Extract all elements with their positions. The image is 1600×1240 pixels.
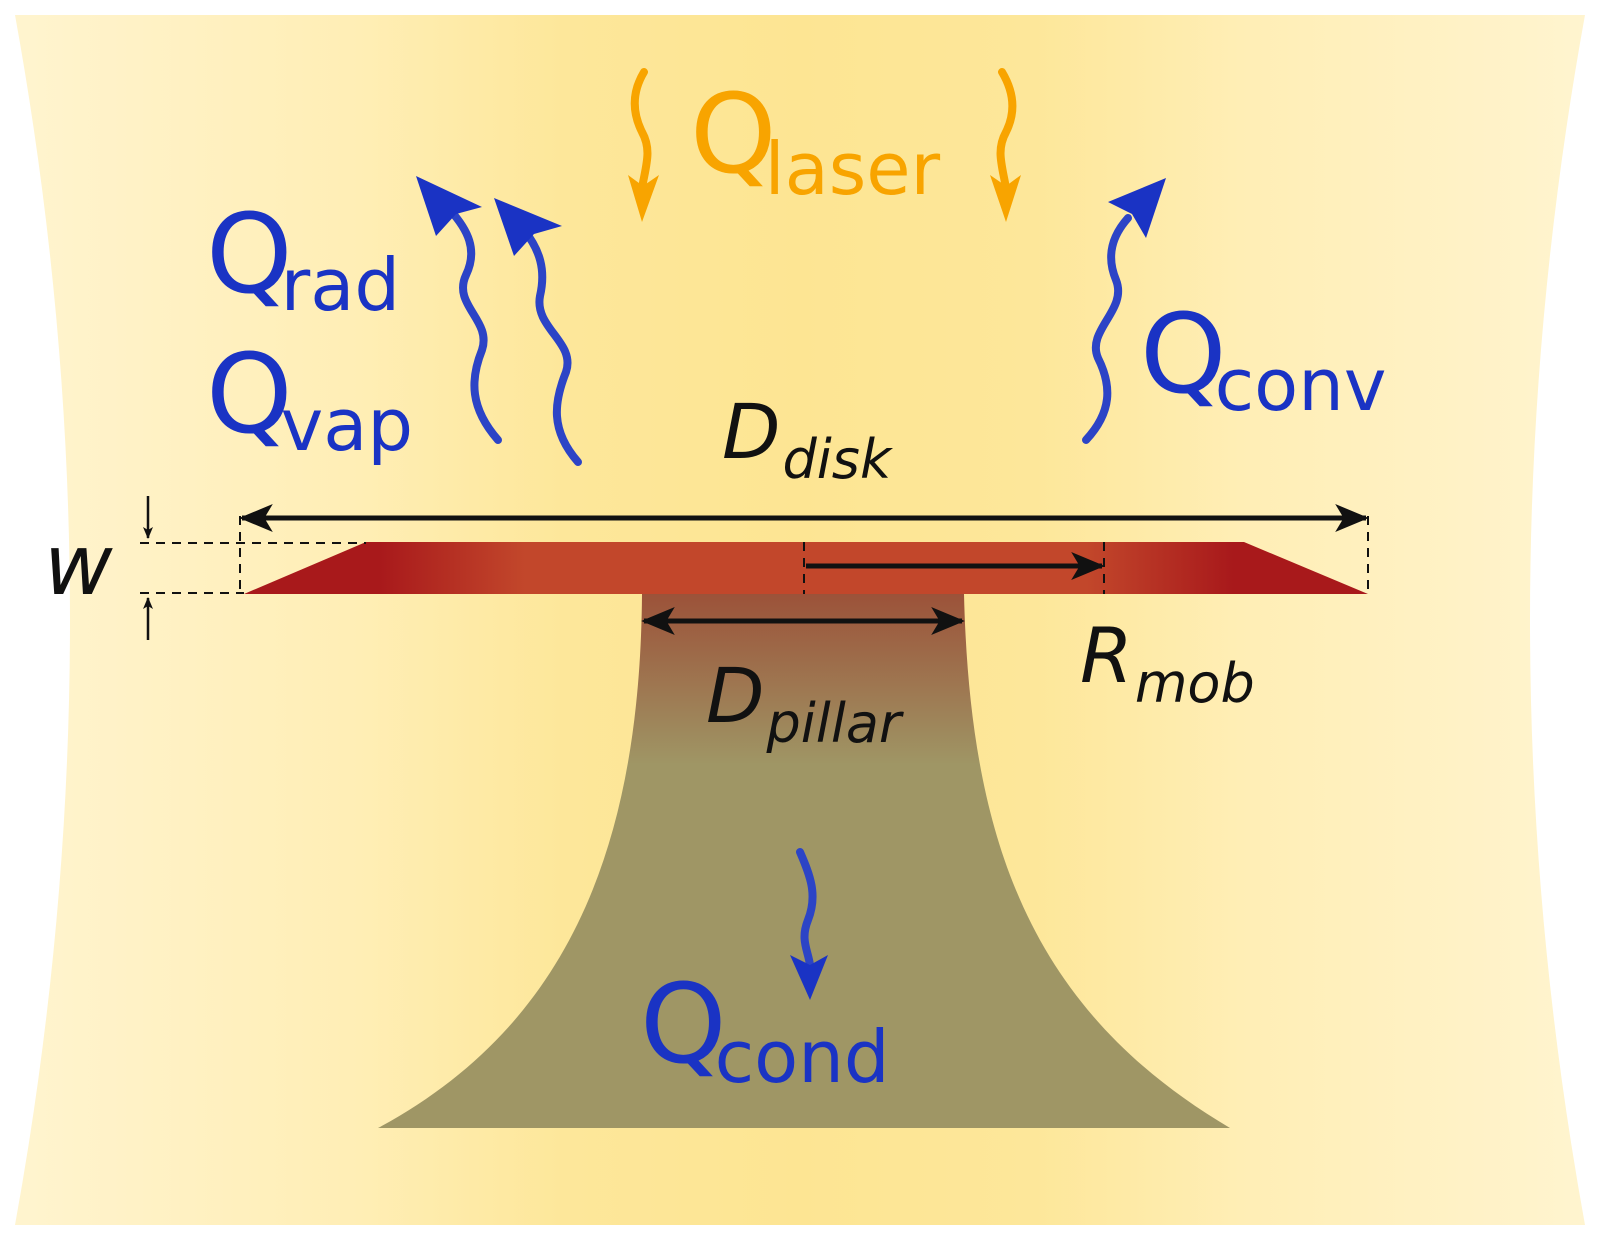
rad-vap-wavy-arrow-left xyxy=(416,176,502,444)
d-disk-label: Ddisk xyxy=(722,387,894,491)
rad-vap-wavy-arrow-right xyxy=(494,198,582,466)
q-vap-label: Qvap xyxy=(206,330,413,467)
dashed-guides xyxy=(140,516,1369,594)
d-pillar-label: Dpillar xyxy=(706,651,904,755)
laser-wavy-arrow-right xyxy=(990,68,1021,222)
laser-wavy-arrow-left xyxy=(628,68,659,222)
q-rad-label: Qrad xyxy=(206,190,400,327)
w-label: w xyxy=(44,516,113,614)
q-cond-label: Qcond xyxy=(640,960,890,1099)
q-laser-label: Qlaser xyxy=(690,70,941,211)
conv-wavy-arrow xyxy=(1082,178,1166,444)
cond-wavy-arrow xyxy=(790,848,828,1000)
q-conv-label: Qconv xyxy=(1140,290,1386,427)
r-mob-label: Rmob xyxy=(1080,611,1255,715)
